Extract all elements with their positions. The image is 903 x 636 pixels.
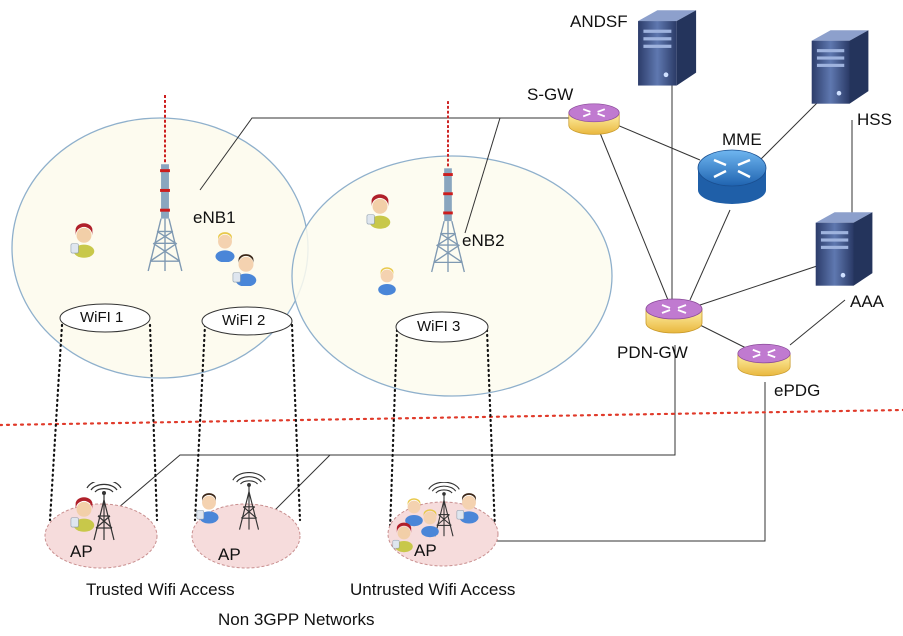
ap-1-label: AP xyxy=(70,542,93,561)
andsf-server-icon xyxy=(638,10,697,86)
aaa-label: AAA xyxy=(850,292,885,311)
user-icon xyxy=(196,492,219,524)
hss-label: HSS xyxy=(857,110,892,129)
network-separator xyxy=(0,408,903,427)
wifi-1-oval xyxy=(59,303,151,333)
hss-server-icon xyxy=(811,30,869,104)
epdg-router-icon xyxy=(736,343,792,377)
untrusted-access-caption: Untrusted Wifi Access xyxy=(350,580,516,599)
mme-router-icon xyxy=(697,149,767,204)
pdngw-label: PDN-GW xyxy=(617,343,688,362)
pdngw-router-icon xyxy=(644,297,704,335)
wifi-3-label: WiFI 3 xyxy=(417,318,461,335)
sgw-router-icon xyxy=(567,102,621,136)
wifi-3-oval xyxy=(395,311,489,343)
non-3gpp-caption: Non 3GPP Networks xyxy=(218,610,375,629)
andsf-label: ANDSF xyxy=(570,12,628,31)
enb1-label: eNB1 xyxy=(193,208,236,227)
aaa-server-icon xyxy=(815,212,873,286)
enb2-label: eNB2 xyxy=(462,231,505,250)
wifi-1-label: WiFI 1 xyxy=(80,309,124,326)
sgw-label: S-GW xyxy=(527,85,574,104)
mme-label: MME xyxy=(722,130,762,149)
wifi-coverage-links xyxy=(48,323,497,532)
trusted-access-caption: Trusted Wifi Access xyxy=(86,580,235,599)
wifi-2-label: WiFI 2 xyxy=(222,312,266,329)
ap-2-label: AP xyxy=(218,545,241,564)
wifi-2-oval xyxy=(201,306,293,336)
ap-3-label: AP xyxy=(414,541,437,560)
epdg-label: ePDG xyxy=(774,381,821,400)
cell-area-enb2 xyxy=(291,155,613,397)
core-links xyxy=(117,80,853,542)
